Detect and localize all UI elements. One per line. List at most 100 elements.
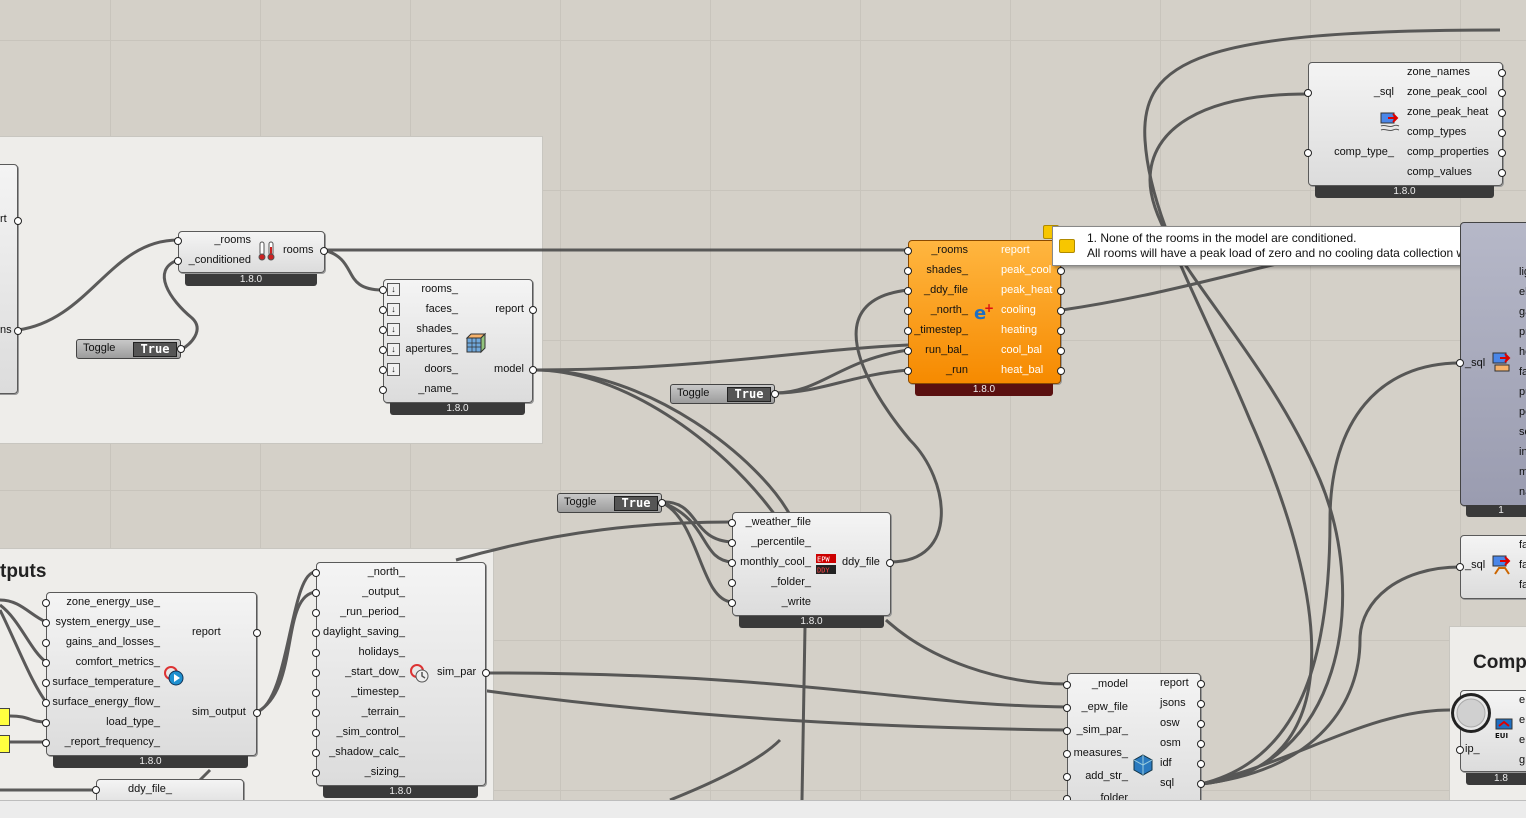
output-port[interactable] xyxy=(1057,267,1065,275)
input-port[interactable] xyxy=(312,749,320,757)
output-port[interactable] xyxy=(1197,680,1205,688)
input-port[interactable] xyxy=(728,519,736,527)
epw-to-ddy-component[interactable]: _weather_file _percentile_ monthly_cool_… xyxy=(732,512,891,616)
load-balance-component[interactable]: _rooms shades_ _ddy_file _north_ _timest… xyxy=(908,240,1061,384)
zone-sizing-component[interactable]: _sql comp_type_ zone_names zone_peak_coo… xyxy=(1308,62,1503,186)
input-port[interactable] xyxy=(312,589,320,597)
output-port[interactable] xyxy=(1498,109,1506,117)
boolean-toggle[interactable]: Toggle True xyxy=(557,493,662,513)
input-port[interactable] xyxy=(42,599,50,607)
boolean-toggle[interactable]: Toggle True xyxy=(670,384,775,404)
output-port[interactable] xyxy=(771,390,779,398)
input-port[interactable] xyxy=(312,649,320,657)
input-port[interactable] xyxy=(904,367,912,375)
facade-results-component[interactable]: _sql fac fac fac xyxy=(1460,535,1526,599)
input-port[interactable] xyxy=(379,386,387,394)
input-port[interactable] xyxy=(312,709,320,717)
input-port[interactable] xyxy=(728,599,736,607)
input-port[interactable] xyxy=(42,639,50,647)
input-port[interactable] xyxy=(1063,681,1071,689)
output-port[interactable] xyxy=(1197,740,1205,748)
simulation-parameter-component[interactable]: _north_ _output_ _run_period_ daylight_s… xyxy=(316,562,486,786)
output-port[interactable] xyxy=(1057,327,1065,335)
input-port[interactable] xyxy=(1456,563,1464,571)
toggle-value[interactable]: True xyxy=(614,496,658,511)
input-port[interactable] xyxy=(904,347,912,355)
input-port[interactable] xyxy=(42,679,50,687)
input-port[interactable] xyxy=(312,689,320,697)
input-port[interactable] xyxy=(312,609,320,617)
conditioned-rooms-component[interactable]: _rooms _conditioned rooms xyxy=(178,231,325,273)
panel-node[interactable] xyxy=(0,735,10,753)
input-knob-icon[interactable] xyxy=(1448,690,1494,736)
boolean-toggle[interactable]: Toggle True xyxy=(76,339,181,359)
output-port[interactable] xyxy=(1197,720,1205,728)
output-port[interactable] xyxy=(1057,367,1065,375)
toggle-value[interactable]: True xyxy=(133,342,177,357)
output-port[interactable] xyxy=(1498,169,1506,177)
input-port[interactable] xyxy=(312,769,320,777)
output-port[interactable] xyxy=(177,345,185,353)
input-port[interactable] xyxy=(904,327,912,335)
input-port[interactable] xyxy=(1063,750,1071,758)
output-port[interactable] xyxy=(886,559,894,567)
output-port[interactable] xyxy=(320,247,328,255)
input-port[interactable] xyxy=(1063,727,1071,735)
input-port[interactable] xyxy=(1456,746,1464,754)
output-port[interactable] xyxy=(1197,760,1205,768)
input-port[interactable] xyxy=(312,729,320,737)
output-port[interactable] xyxy=(1197,700,1205,708)
output-port[interactable] xyxy=(1498,69,1506,77)
input-port[interactable] xyxy=(379,326,387,334)
input-port[interactable] xyxy=(379,366,387,374)
output-port[interactable] xyxy=(253,709,261,717)
end-use-results-component[interactable]: _sql ligh ele gas pro hot fan pum peo so… xyxy=(1460,222,1526,506)
panel-node[interactable] xyxy=(0,708,10,726)
input-port[interactable] xyxy=(312,569,320,577)
input-port[interactable] xyxy=(1304,149,1312,157)
input-port[interactable] xyxy=(1456,359,1464,367)
input-port[interactable] xyxy=(42,659,50,667)
input-port[interactable] xyxy=(1304,89,1312,97)
input-port[interactable] xyxy=(1063,704,1071,712)
output-port[interactable] xyxy=(14,327,22,335)
input-port[interactable] xyxy=(379,306,387,314)
output-port[interactable] xyxy=(14,217,22,225)
output-port[interactable] xyxy=(482,669,490,677)
input-port[interactable] xyxy=(174,237,182,245)
input-port[interactable] xyxy=(92,786,100,794)
output-port[interactable] xyxy=(658,499,666,507)
output-port[interactable] xyxy=(1498,149,1506,157)
input-port[interactable] xyxy=(904,307,912,315)
input-port[interactable] xyxy=(728,559,736,567)
input-port[interactable] xyxy=(728,579,736,587)
input-port[interactable] xyxy=(42,699,50,707)
input-port[interactable] xyxy=(904,267,912,275)
input-port[interactable] xyxy=(42,739,50,747)
output-port[interactable] xyxy=(253,629,261,637)
input-port[interactable] xyxy=(904,287,912,295)
input-port[interactable] xyxy=(379,286,387,294)
grasshopper-canvas[interactable]: tputs Comp xyxy=(0,0,1526,800)
input-port[interactable] xyxy=(174,257,182,265)
run-openstudio-component[interactable]: _model _epw_file _sim_par_ measures_ add… xyxy=(1067,673,1201,800)
output-port[interactable] xyxy=(529,306,537,314)
input-port[interactable] xyxy=(42,619,50,627)
output-port[interactable] xyxy=(1498,129,1506,137)
input-port[interactable] xyxy=(1063,773,1071,781)
output-port[interactable] xyxy=(1197,780,1205,788)
partial-left-component[interactable] xyxy=(0,164,18,394)
output-port[interactable] xyxy=(1057,287,1065,295)
ddy-file-component[interactable]: ddy_file_ xyxy=(96,779,244,800)
output-port[interactable] xyxy=(1498,89,1506,97)
simulation-output-component[interactable]: zone_energy_use_ system_energy_use_ gain… xyxy=(46,592,257,756)
output-port[interactable] xyxy=(529,366,537,374)
input-port[interactable] xyxy=(312,669,320,677)
input-port[interactable] xyxy=(1063,795,1071,800)
input-port[interactable] xyxy=(379,346,387,354)
model-component[interactable]: ↓ ↓ ↓ ↓ ↓ rooms_ faces_ shades_ aperture… xyxy=(383,279,533,403)
input-port[interactable] xyxy=(42,719,50,727)
input-port[interactable] xyxy=(904,247,912,255)
toggle-value[interactable]: True xyxy=(727,387,771,402)
input-port[interactable] xyxy=(728,539,736,547)
